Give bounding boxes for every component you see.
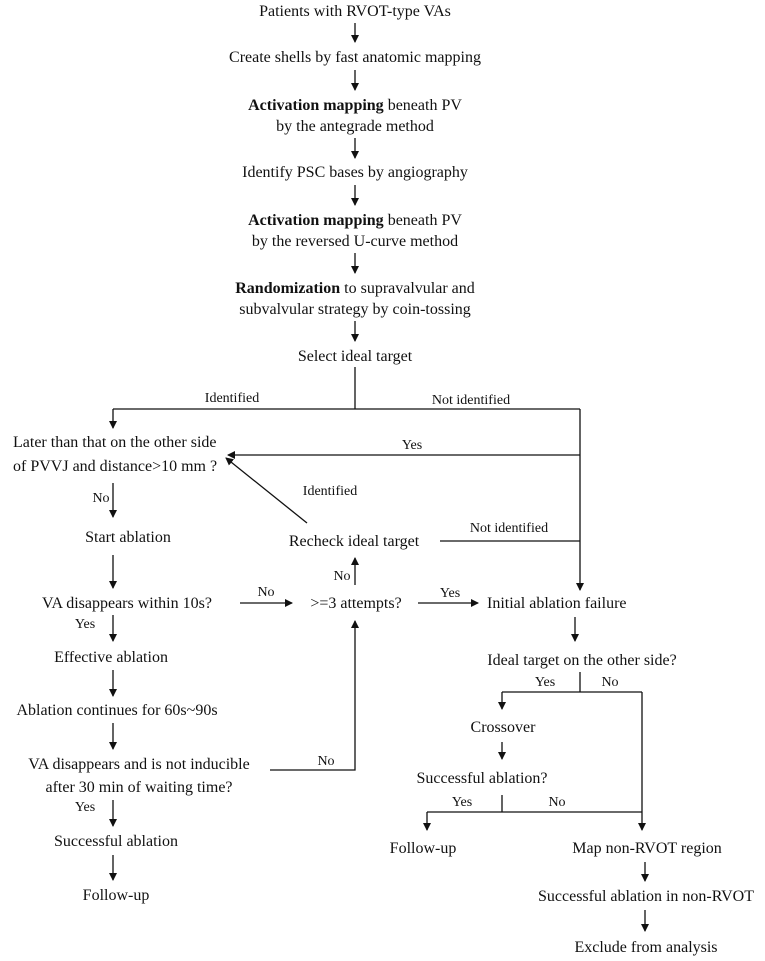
node-recheck-target: Recheck ideal target [288,533,420,550]
node-follow-up: Follow-up [82,887,150,904]
arrow [225,457,308,524]
node-va-within-10s: VA disappears within 10s? [42,595,212,612]
node-patients: Patients with RVOT-type VAs [259,3,451,20]
node-successful-ablation-q: Successful ablation? [416,770,548,787]
label-no: No [92,491,110,506]
label-not-identified: Not identified [469,521,549,536]
node-start-ablation: Start ablation [85,529,171,546]
label-no: No [333,569,351,584]
label-no: No [548,795,566,810]
label-no: No [601,675,619,690]
label-no: No [257,585,275,600]
node-effective-ablation: Effective ablation [54,649,168,666]
text: beneath PV [383,212,462,229]
bold-term: Randomization [235,280,341,297]
label-yes: Yes [451,795,473,810]
label-identified: Identified [302,484,358,499]
node-activation-antegrade-line2: by the antegrade method [276,118,434,135]
node-select-target: Select ideal target [297,348,413,365]
text: beneath PV [383,97,462,114]
bold-term: Activation mapping [248,212,384,229]
label-yes: Yes [401,438,423,453]
label-yes: Yes [74,617,96,632]
bold-term: Activation mapping [248,97,384,114]
node-create-shells: Create shells by fast anatomic mapping [229,49,481,66]
node-activation-antegrade: Activation mapping beneath PV [248,97,462,115]
label-not-identified: Not identified [431,393,511,408]
label-no: No [317,754,335,769]
node-later-than-line2: of PVVJ and distance>10 mm ? [13,458,218,475]
node-initial-failure: Initial ablation failure [487,595,627,612]
node-success-non-rvot: Successful ablation in non-RVOT [537,888,755,905]
node-follow-up: Follow-up [389,840,457,857]
node-later-than: Later than that on the other side [13,434,217,451]
text: to supravalvular and [340,280,475,297]
node-randomization: Randomization to supravalvular and [235,280,475,298]
label-yes: Yes [534,675,556,690]
node-ideal-other-side: Ideal target on the other side? [487,652,677,669]
node-attempts: >=3 attempts? [310,595,402,612]
node-successful-ablation: Successful ablation [54,833,178,850]
node-activation-ucurve: Activation mapping beneath PV [248,212,462,230]
label-yes: Yes [439,586,461,601]
node-va-not-inducible: VA disappears and is not inducible [28,756,250,773]
node-map-non-rvot: Map non-RVOT region [572,840,722,857]
connector [270,620,359,771]
node-identify-psc: Identify PSC bases by angiography [242,164,468,181]
node-ablation-continues: Ablation continues for 60s~90s [16,702,218,719]
node-randomization-line2: subvalvular strategy by coin-tossing [239,301,471,318]
node-activation-ucurve-line2: by the reversed U-curve method [251,233,459,250]
node-exclude: Exclude from analysis [574,939,718,956]
node-crossover: Crossover [470,719,536,736]
label-yes: Yes [74,800,96,815]
node-va-not-inducible-line2: after 30 min of waiting time? [45,779,233,796]
label-identified: Identified [204,391,260,406]
